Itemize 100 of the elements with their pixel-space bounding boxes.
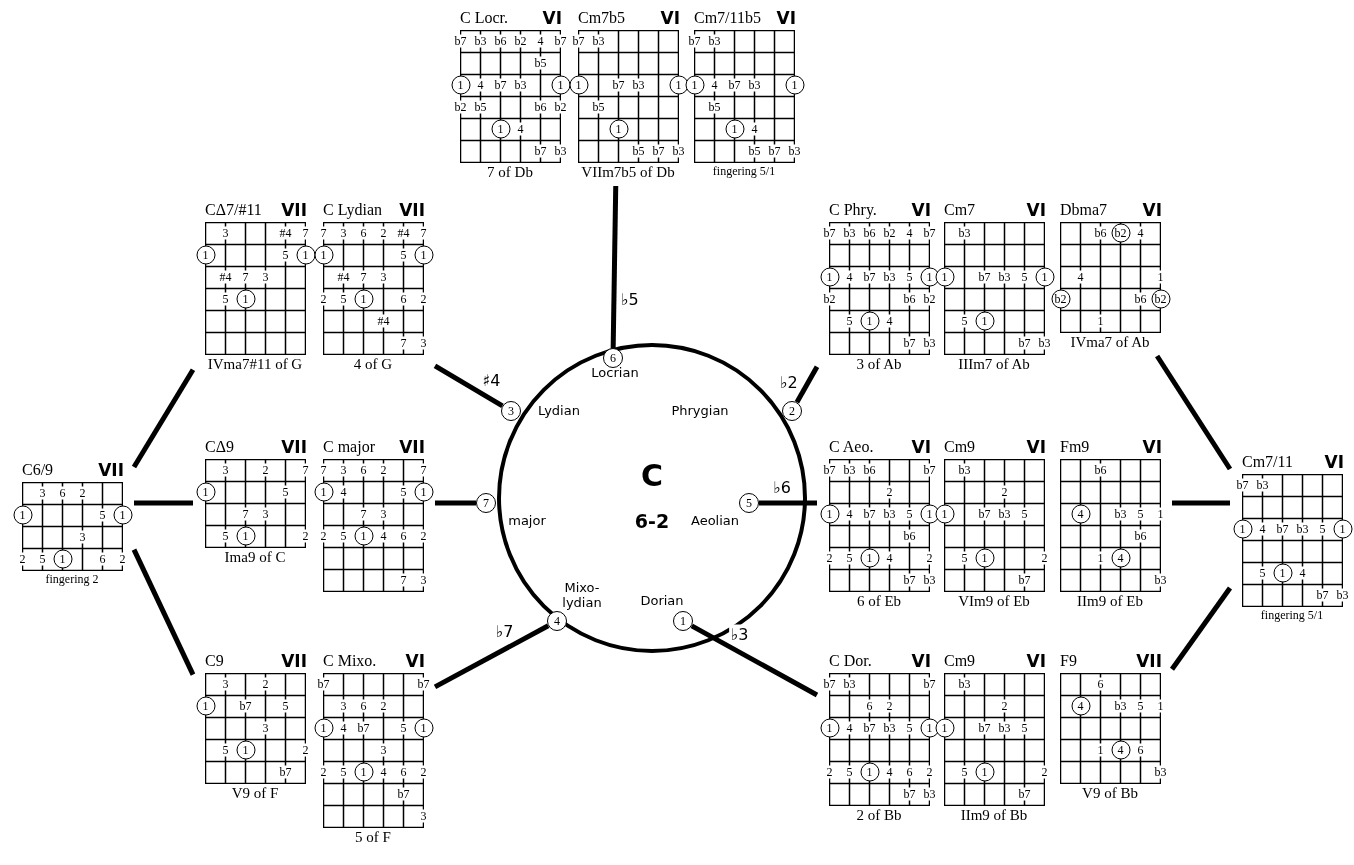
- circled-interval: 1: [935, 718, 954, 738]
- interval-mark: 4: [885, 314, 894, 328]
- interval-mark: b5: [747, 144, 762, 158]
- interval-mark: b7: [902, 573, 917, 587]
- interval-mark: b2: [453, 100, 468, 114]
- interval-mark: 5: [960, 314, 969, 328]
- interval-mark: b2: [553, 100, 568, 114]
- chord-name: CΔ7/#11: [205, 200, 262, 220]
- chord-caption: Ima9 of C: [223, 549, 287, 566]
- edge-label: ♭3: [728, 624, 751, 644]
- numbered-circle: 5: [739, 493, 759, 513]
- chord-name: Cm7/11b5: [694, 8, 761, 28]
- interval-mark: 7: [301, 463, 310, 477]
- interval-mark: 4: [379, 765, 388, 779]
- chord-name: C6/9: [22, 460, 54, 480]
- interval-mark: 2: [319, 292, 328, 306]
- circled-interval: 1: [725, 119, 744, 139]
- interval-mark: 3: [339, 226, 348, 240]
- interval-mark: b7: [822, 463, 837, 477]
- interval-mark: b3: [707, 34, 722, 48]
- chord-name: CΔ9: [205, 437, 234, 457]
- interval-mark: b3: [631, 78, 646, 92]
- interval-mark: 5: [339, 529, 348, 543]
- chord-name: Cm7b5: [578, 8, 626, 28]
- interval-mark: 2: [825, 551, 834, 565]
- mode-name: Phrygian: [671, 402, 729, 418]
- circled-interval: 1: [354, 289, 373, 309]
- interval-mark: b7: [493, 78, 508, 92]
- circled-interval: 1: [314, 718, 333, 738]
- interval-mark: b3: [997, 270, 1012, 284]
- circled-interval: 1: [414, 718, 433, 738]
- fret-position-numeral: VI: [1026, 437, 1046, 457]
- interval-mark: 4: [1298, 566, 1307, 580]
- circled-interval: 1: [920, 504, 939, 524]
- circled-interval: 1: [935, 267, 954, 287]
- interval-mark: 6: [1136, 743, 1145, 757]
- circled-interval: 4: [1071, 696, 1090, 716]
- interval-mark: 6: [399, 529, 408, 543]
- interval-mark: 5: [339, 292, 348, 306]
- interval-mark: 2: [379, 463, 388, 477]
- connector-line: [1172, 500, 1230, 506]
- circled-interval: 1: [860, 311, 879, 331]
- fret-position-numeral: VI: [660, 8, 680, 28]
- circled-interval: b2: [1151, 289, 1170, 309]
- interval-mark: b6: [493, 34, 508, 48]
- interval-mark: 3: [419, 809, 428, 823]
- interval-mark: 5: [221, 292, 230, 306]
- circled-interval: 1: [491, 119, 510, 139]
- interval-mark: 1: [1156, 270, 1165, 284]
- interval-mark: b3: [1335, 588, 1350, 602]
- interval-mark: 3: [221, 226, 230, 240]
- connector-line: [435, 500, 476, 506]
- interval-mark: 7: [359, 270, 368, 284]
- interval-mark: 3: [221, 677, 230, 691]
- mode-name: Aeolian: [691, 512, 739, 528]
- interval-mark: 4: [885, 765, 894, 779]
- interval-mark: b7: [862, 507, 877, 521]
- chord-caption: V9 of Bb: [1081, 785, 1139, 802]
- chord-caption: IVma7 of Ab: [1069, 334, 1151, 351]
- chord-name: Cm9: [944, 437, 976, 457]
- interval-mark: 2: [301, 529, 310, 543]
- interval-mark: b6: [1093, 226, 1108, 240]
- interval-mark: 5: [905, 721, 914, 735]
- numbered-circle: 3: [501, 401, 521, 421]
- interval-mark: 1: [1096, 743, 1105, 757]
- interval-mark: b7: [1275, 522, 1290, 536]
- fret-position-numeral: VI: [1026, 651, 1046, 671]
- fret-position-numeral: VI: [542, 8, 562, 28]
- interval-mark: b7: [1235, 478, 1250, 492]
- fret-position-numeral: VI: [776, 8, 796, 28]
- circled-interval: 1: [1035, 267, 1054, 287]
- interval-mark: 4: [379, 529, 388, 543]
- interval-mark: 2: [925, 765, 934, 779]
- interval-mark: b7: [1017, 336, 1032, 350]
- interval-mark: 4: [885, 551, 894, 565]
- interval-mark: b7: [767, 144, 782, 158]
- interval-mark: 7: [319, 463, 328, 477]
- interval-mark: b7: [1017, 573, 1032, 587]
- interval-mark: 2: [885, 485, 894, 499]
- interval-mark: 5: [1020, 507, 1029, 521]
- fret-position-numeral: VI: [1142, 200, 1162, 220]
- key-label: 6-2: [634, 510, 670, 532]
- chord-caption: 6 of Eb: [855, 593, 903, 610]
- interval-mark: b7: [862, 270, 877, 284]
- interval-mark: b3: [1153, 765, 1168, 779]
- circled-interval: 4: [1071, 504, 1090, 524]
- interval-mark: 3: [419, 336, 428, 350]
- interval-mark: b6: [1093, 463, 1108, 477]
- interval-mark: 2: [319, 765, 328, 779]
- circled-interval: 1: [314, 245, 333, 265]
- interval-mark: b7: [922, 226, 937, 240]
- connector-line: [759, 500, 817, 506]
- interval-mark: 4: [905, 226, 914, 240]
- interval-mark: 2: [18, 552, 27, 566]
- interval-mark: b3: [513, 78, 528, 92]
- circled-interval: 1: [53, 549, 72, 569]
- numbered-circle: 1: [673, 611, 693, 631]
- circled-interval: 1: [451, 75, 470, 95]
- interval-mark: b3: [957, 677, 972, 691]
- interval-mark: 2: [885, 699, 894, 713]
